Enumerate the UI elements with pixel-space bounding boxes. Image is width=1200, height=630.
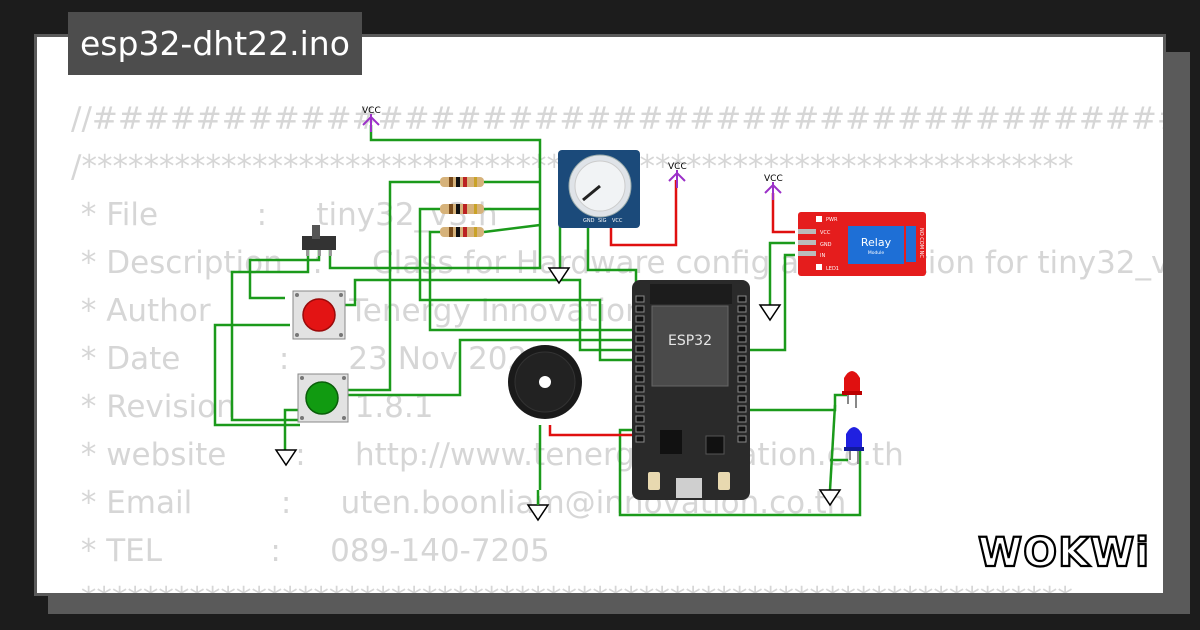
code-line: * TEL : 089-140-7205 <box>71 533 550 569</box>
page-title: esp32-dht22.ino <box>68 12 362 75</box>
resistor <box>440 204 484 214</box>
relay-pin-label: LED1 <box>826 266 839 272</box>
ground-symbol <box>818 489 842 507</box>
relay-sublabel: Module <box>868 250 885 256</box>
pot-pin-label: SIG <box>598 218 607 224</box>
relay-pin-label: GND <box>820 242 832 248</box>
ground-symbol <box>758 304 782 322</box>
potentiometer: GND SIG VCC <box>558 150 640 228</box>
relay-module: Relay Module PWR VCC GND IN LED1 NO COM … <box>798 212 926 276</box>
resistor <box>440 177 484 187</box>
red-wires <box>548 180 795 437</box>
pot-pin-label: GND <box>583 218 595 224</box>
esp32-label: ESP32 <box>668 333 712 349</box>
vcc-symbol: VCC <box>668 162 687 188</box>
slide-switch <box>302 225 336 256</box>
code-background: //######################################… <box>71 95 1166 593</box>
esp32-board: ESP32 <box>632 280 750 500</box>
red-led <box>842 371 862 408</box>
red-pushbutton <box>292 290 346 340</box>
code-line: * website : http://www.tenergyinnovation… <box>71 437 904 473</box>
resistor <box>440 227 484 237</box>
wokwi-logo: WOKWi <box>977 529 1150 577</box>
vcc-symbol: VCC <box>362 106 381 132</box>
buzzer <box>508 345 582 419</box>
relay-label: Relay <box>861 236 892 249</box>
green-pushbutton <box>297 373 349 423</box>
ground-symbol <box>526 504 550 522</box>
ground-symbol <box>547 267 571 285</box>
vcc-label: VCC <box>668 162 687 172</box>
code-line: //######################################… <box>71 101 1166 137</box>
vcc-symbol: VCC <box>764 174 783 200</box>
relay-pin-label: PWR <box>826 217 838 223</box>
relay-output-label: NO COM NC <box>918 228 924 258</box>
blue-led <box>844 427 864 464</box>
vcc-label: VCC <box>764 174 783 184</box>
vcc-label: VCC <box>362 106 381 116</box>
relay-pin-label: IN <box>820 253 825 259</box>
brand-logo-text: WOKWi <box>978 530 1150 576</box>
relay-pin-label: VCC <box>820 230 831 236</box>
code-line: ****************************************… <box>71 581 1073 593</box>
pot-pin-label: VCC <box>612 218 623 224</box>
green-wires <box>213 125 862 517</box>
ground-symbol <box>274 449 298 467</box>
